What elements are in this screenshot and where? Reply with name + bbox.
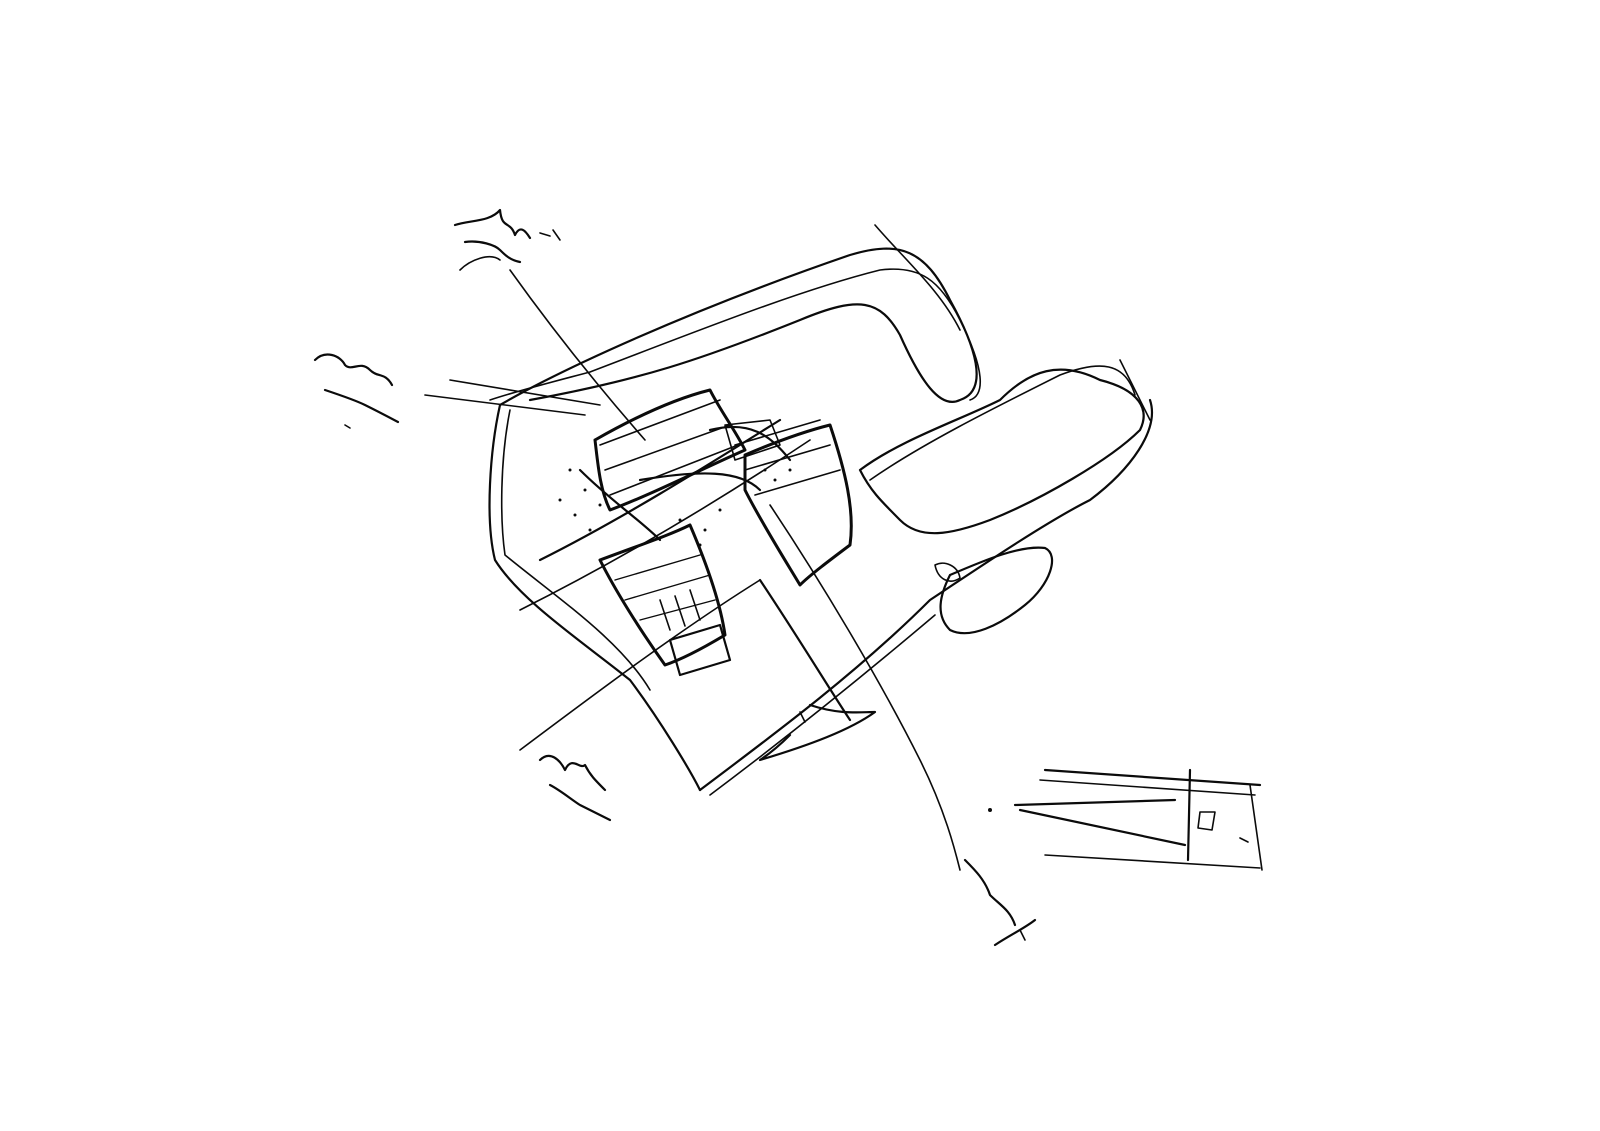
stipple-texture	[558, 468, 992, 812]
section-sketch	[1013, 768, 1263, 871]
lower-inner-block	[598, 523, 732, 677]
annotation-bottom-right	[963, 858, 1037, 947]
main-building-outline	[488, 247, 1153, 796]
annotation-bottom-left	[538, 754, 612, 822]
right-inner-block	[734, 419, 853, 587]
annotation-top	[453, 208, 561, 271]
left-inner-block	[578, 388, 747, 542]
annotation-left	[313, 353, 400, 429]
axis-lines	[424, 224, 961, 871]
bottom-pod	[934, 546, 1054, 635]
central-connector	[638, 419, 792, 492]
entrance-canopy	[758, 703, 877, 762]
right-wing	[858, 359, 1151, 535]
